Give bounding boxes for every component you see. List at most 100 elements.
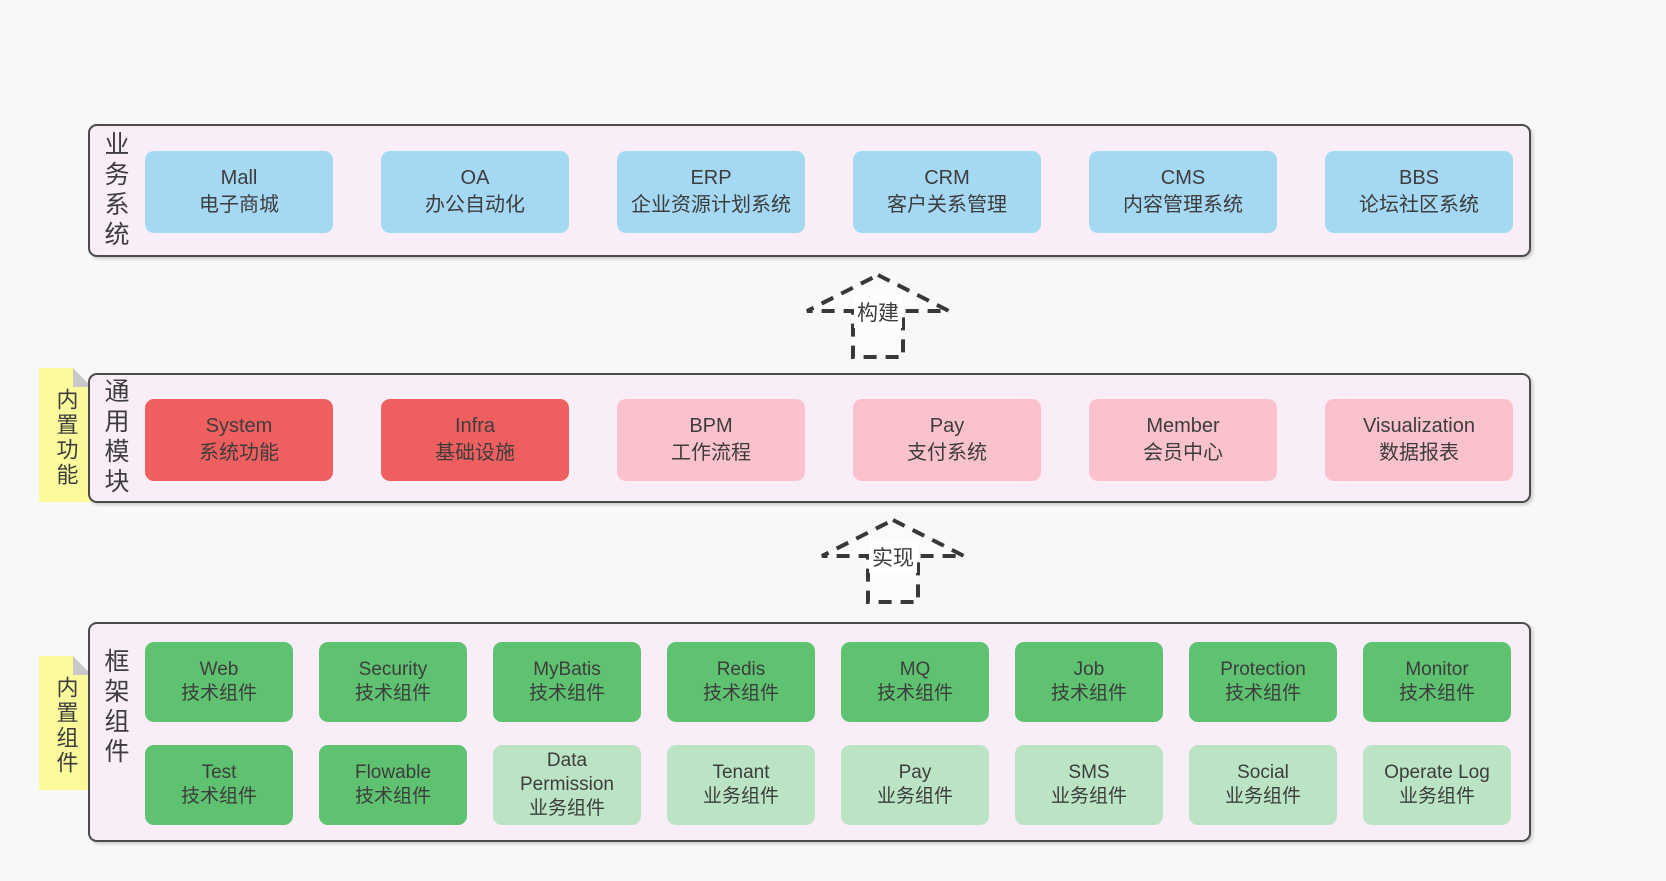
box-pay: Pay 支付系统 <box>853 399 1041 481</box>
box-cms: CMS 内容管理系统 <box>1089 151 1277 233</box>
box-desc: 技术组件 <box>354 683 431 704</box>
box-desc: 论坛社区系统 <box>1359 194 1479 216</box>
box-name: Operate Log <box>1384 762 1490 783</box>
box-bpm: BPM 工作流程 <box>617 399 805 481</box>
box-name: ERP <box>690 167 732 189</box>
box-desc: 业务组件 <box>1398 786 1475 807</box>
box-name: MyBatis <box>533 659 601 680</box>
box-desc: 技术组件 <box>1050 683 1127 704</box>
box-desc: 业务组件 <box>1050 786 1127 807</box>
box-sms: SMS 业务组件 <box>1015 745 1163 825</box>
box-name: CMS <box>1160 167 1206 189</box>
box-name: Redis <box>716 659 766 680</box>
arrow-build-label: 构建 <box>854 296 902 328</box>
box-desc: 技术组件 <box>354 786 431 807</box>
box-infra: Infra 基础设施 <box>381 399 569 481</box>
box-operate-log: Operate Log 业务组件 <box>1363 745 1511 825</box>
box-social: Social 业务组件 <box>1189 745 1337 825</box>
box-system: System 系统功能 <box>145 399 333 481</box>
box-name: Monitor <box>1405 659 1469 680</box>
panel-framework-label: 框架组件 <box>101 648 129 768</box>
tab-built-in-components: 内置组件 <box>39 656 92 790</box>
box-desc: 会员中心 <box>1143 442 1223 464</box>
panel-business-label: 业务系统 <box>101 130 129 251</box>
box-mybatis: MyBatis 技术组件 <box>493 642 641 722</box>
box-crm: CRM 客户关系管理 <box>853 151 1041 233</box>
box-monitor: Monitor 技术组件 <box>1363 642 1511 722</box>
box-desc: 企业资源计划系统 <box>631 194 791 216</box>
box-redis: Redis 技术组件 <box>667 642 815 722</box>
box-flowable: Flowable 技术组件 <box>319 745 467 825</box>
box-desc: 技术组件 <box>1224 683 1301 704</box>
box-job: Job 技术组件 <box>1015 642 1163 722</box>
arrow-implement: 实现 <box>818 517 968 605</box>
tab-built-in-components-label: 内置组件 <box>53 676 79 776</box>
box-name: OA <box>460 167 490 189</box>
box-erp: ERP 企业资源计划系统 <box>617 151 805 233</box>
box-desc: 技术组件 <box>1398 683 1475 704</box>
box-oa: OA 办公自动化 <box>381 151 569 233</box>
tab-built-in-features: 内置功能 <box>39 368 92 502</box>
arrow-implement-label: 实现 <box>869 541 917 573</box>
box-desc: 客户关系管理 <box>887 194 1007 216</box>
box-name: Flowable <box>354 762 432 783</box>
framework-box-row-1: Web 技术组件 Security 技术组件 MyBatis 技术组件 Redi… <box>145 642 1511 722</box>
panel-common-modules: 通用模块 System 系统功能 Infra 基础设施 BPM 工作流程 Pay… <box>88 373 1531 503</box>
box-name: Protection <box>1220 659 1306 680</box>
box-security: Security 技术组件 <box>319 642 467 722</box>
box-name: BBS <box>1398 167 1440 189</box>
box-desc: 系统功能 <box>199 442 279 464</box>
box-web: Web 技术组件 <box>145 642 293 722</box>
box-name: Job <box>1073 659 1105 680</box>
panel-modules-label: 通用模块 <box>101 378 129 498</box>
box-desc: 工作流程 <box>671 442 751 464</box>
box-desc: 办公自动化 <box>425 194 525 216</box>
box-desc: 业务组件 <box>1224 786 1301 807</box>
box-name: Security <box>358 659 428 680</box>
box-desc: 技术组件 <box>876 683 953 704</box>
box-desc: 电子商城 <box>199 194 279 216</box>
box-visualization: Visualization 数据报表 <box>1325 399 1513 481</box>
panel-framework-components: 框架组件 Web 技术组件 Security 技术组件 MyBatis 技术组件… <box>88 622 1531 842</box>
box-name: SMS <box>1068 762 1110 783</box>
box-name: Pay <box>898 762 932 783</box>
box-desc: 技术组件 <box>180 786 257 807</box>
business-box-row: Mall 电子商城 OA 办公自动化 ERP 企业资源计划系统 CRM 客户关系… <box>145 151 1513 233</box>
box-name: Web <box>199 659 239 680</box>
framework-box-row-2: Test 技术组件 Flowable 技术组件 Data Permission … <box>145 745 1511 825</box>
modules-box-row: System 系统功能 Infra 基础设施 BPM 工作流程 Pay 支付系统… <box>145 399 1513 481</box>
box-mq: MQ 技术组件 <box>841 642 989 722</box>
box-name: Infra <box>454 415 496 437</box>
box-name: Mall <box>220 167 258 189</box>
box-name: BPM <box>689 415 733 437</box>
box-desc: 支付系统 <box>907 442 987 464</box>
tab-built-in-features-label: 内置功能 <box>53 388 79 488</box>
box-pay-biz: Pay 业务组件 <box>841 745 989 825</box>
box-desc: 技术组件 <box>528 683 605 704</box>
box-desc: 数据报表 <box>1379 442 1459 464</box>
box-desc: 业务组件 <box>702 786 779 807</box>
box-desc: 基础设施 <box>435 442 515 464</box>
box-name: CRM <box>924 167 970 189</box>
box-name: Test <box>201 762 237 783</box>
box-name: MQ <box>899 659 931 680</box>
box-desc: 业务组件 <box>528 798 605 819</box>
box-name: System <box>205 415 273 437</box>
box-test: Test 技术组件 <box>145 745 293 825</box>
box-bbs: BBS 论坛社区系统 <box>1325 151 1513 233</box>
box-desc: 技术组件 <box>180 683 257 704</box>
box-desc: 业务组件 <box>876 786 953 807</box>
box-name: Tenant <box>712 762 770 783</box>
box-desc: 技术组件 <box>702 683 779 704</box>
arrow-build: 构建 <box>803 272 953 360</box>
box-name: Social <box>1237 762 1289 783</box>
box-desc: 内容管理系统 <box>1123 194 1243 216</box>
box-mall: Mall 电子商城 <box>145 151 333 233</box>
box-data-permission: Data Permission 业务组件 <box>493 745 641 825</box>
box-name: Visualization <box>1363 415 1475 437</box>
box-protection: Protection 技术组件 <box>1189 642 1337 722</box>
box-name: Member <box>1146 415 1220 437</box>
box-name: Pay <box>929 415 965 437</box>
box-tenant: Tenant 业务组件 <box>667 745 815 825</box>
